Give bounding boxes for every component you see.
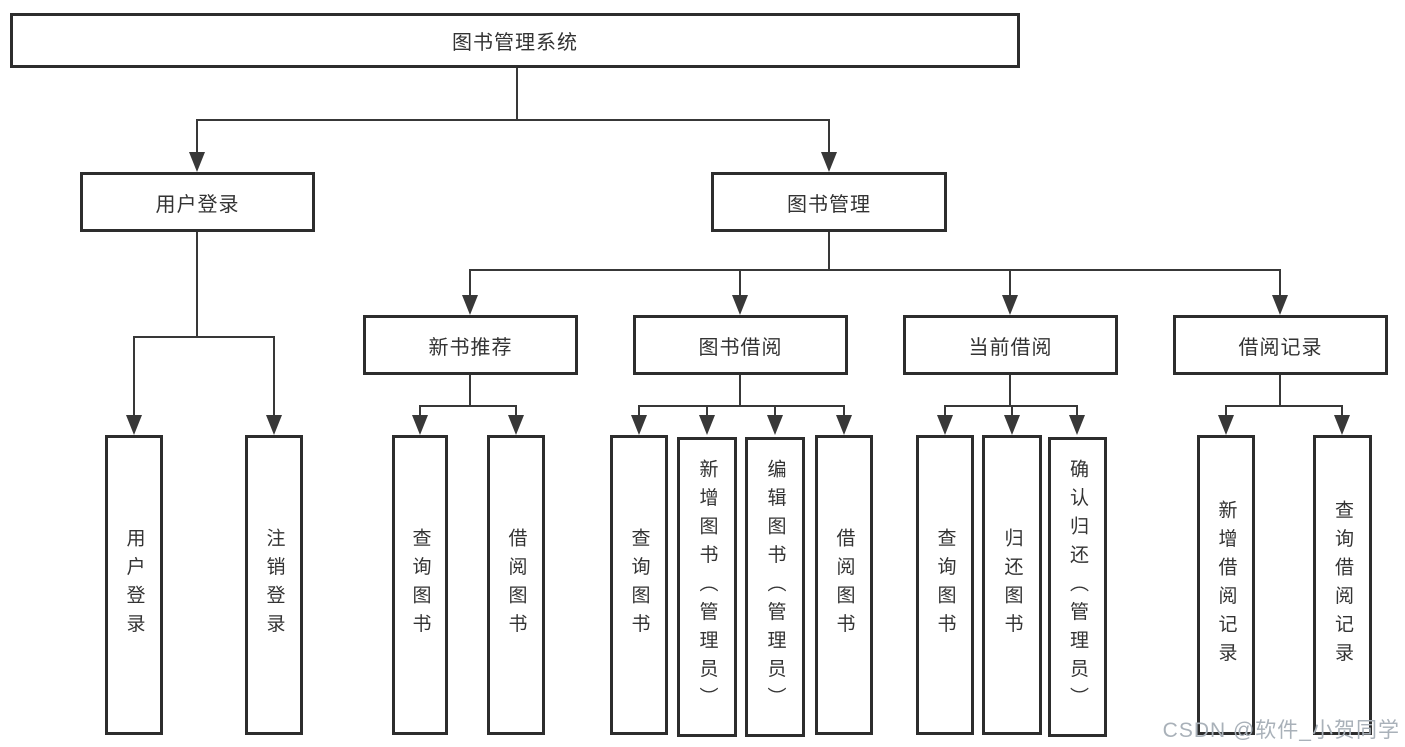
leaf-edit-books-admin: 编辑图书（管理员） <box>745 437 805 737</box>
arrow-down-icon <box>1004 415 1020 435</box>
node-label: 查询图书 <box>409 528 431 642</box>
leaf-query-books-borrow: 查询图书 <box>610 435 668 735</box>
connector-line <box>133 337 135 429</box>
node-label: 用户登录 <box>155 193 240 216</box>
connector-line <box>196 232 198 337</box>
leaf-query-books-recommend: 查询图书 <box>392 435 448 735</box>
node-label: 借阅记录 <box>1238 336 1323 359</box>
arrow-down-icon <box>767 415 783 435</box>
node-label: 查询图书 <box>628 528 650 642</box>
node-book-management: 图书管理 <box>711 172 947 232</box>
arrow-down-icon <box>732 295 748 315</box>
arrow-down-icon <box>189 152 205 172</box>
node-label: 图书管理 <box>787 193 871 216</box>
csdn-watermark: CSDN @软件_小贺同学 <box>1162 719 1400 742</box>
node-borrow-record: 借阅记录 <box>1173 315 1388 375</box>
connector-line <box>1009 375 1011 406</box>
leaf-query-borrow-record: 查询借阅记录 <box>1313 435 1372 735</box>
connector-line <box>469 269 1281 271</box>
connector-line <box>469 375 471 406</box>
node-label: 借阅图书 <box>833 528 855 642</box>
leaf-borrow-books: 借阅图书 <box>815 435 873 735</box>
node-label: 归还图书 <box>1001 528 1023 642</box>
connector-line <box>1225 405 1343 407</box>
connector-line <box>1279 375 1281 406</box>
arrow-down-icon <box>1218 415 1234 435</box>
connector-line <box>419 405 517 407</box>
node-label: 编辑图书（管理员） <box>764 458 786 716</box>
node-label: 查询图书 <box>934 528 956 642</box>
leaf-confirm-return-admin: 确认归还（管理员） <box>1048 437 1107 737</box>
connector-line <box>1009 270 1011 309</box>
node-label: 新增借阅记录 <box>1215 499 1237 671</box>
node-library-management-system: 图书管理系统 <box>10 13 1020 68</box>
connector-line <box>196 120 198 166</box>
node-label: 用户登录 <box>123 528 145 642</box>
leaf-logout: 注销登录 <box>245 435 303 735</box>
connector-line <box>1279 270 1281 309</box>
leaf-return-books: 归还图书 <box>982 435 1042 735</box>
leaf-add-books-admin: 新增图书（管理员） <box>677 437 737 737</box>
node-label: 借阅图书 <box>505 528 527 642</box>
connector-line <box>133 336 275 338</box>
node-label: 注销登录 <box>263 528 285 642</box>
node-new-book-recommend: 新书推荐 <box>363 315 578 375</box>
connector-line <box>273 337 275 429</box>
leaf-borrow-books-recommend: 借阅图书 <box>487 435 545 735</box>
node-current-borrow: 当前借阅 <box>903 315 1118 375</box>
connector-line <box>828 232 830 270</box>
connector-line <box>739 375 741 406</box>
arrow-down-icon <box>699 415 715 435</box>
leaf-add-borrow-record: 新增借阅记录 <box>1197 435 1255 735</box>
arrow-down-icon <box>266 415 282 435</box>
arrow-down-icon <box>1069 415 1085 435</box>
connector-line <box>196 119 830 121</box>
leaf-query-books-current: 查询图书 <box>916 435 974 735</box>
arrow-down-icon <box>631 415 647 435</box>
node-book-borrow: 图书借阅 <box>633 315 848 375</box>
arrow-down-icon <box>836 415 852 435</box>
node-label: 确认归还（管理员） <box>1067 458 1088 716</box>
connector-line <box>638 405 845 407</box>
arrow-down-icon <box>1334 415 1350 435</box>
node-label: 新增图书（管理员） <box>696 458 718 716</box>
arrow-down-icon <box>126 415 142 435</box>
connector-line <box>828 120 830 166</box>
node-label: 查询借阅记录 <box>1332 499 1353 671</box>
arrow-down-icon <box>1272 295 1288 315</box>
node-label: 图书管理系统 <box>452 32 578 54</box>
node-label: 新书推荐 <box>428 336 513 359</box>
node-user-login: 用户登录 <box>80 172 315 232</box>
connector-line <box>516 68 518 120</box>
node-label: 当前借阅 <box>968 336 1053 359</box>
connector-line <box>739 270 741 309</box>
arrow-down-icon <box>1002 295 1018 315</box>
arrow-down-icon <box>508 415 524 435</box>
arrow-down-icon <box>412 415 428 435</box>
connector-line <box>469 270 471 309</box>
arrow-down-icon <box>821 152 837 172</box>
arrow-down-icon <box>937 415 953 435</box>
node-label: 图书借阅 <box>698 336 783 359</box>
arrow-down-icon <box>462 295 478 315</box>
leaf-user-login: 用户登录 <box>105 435 163 735</box>
